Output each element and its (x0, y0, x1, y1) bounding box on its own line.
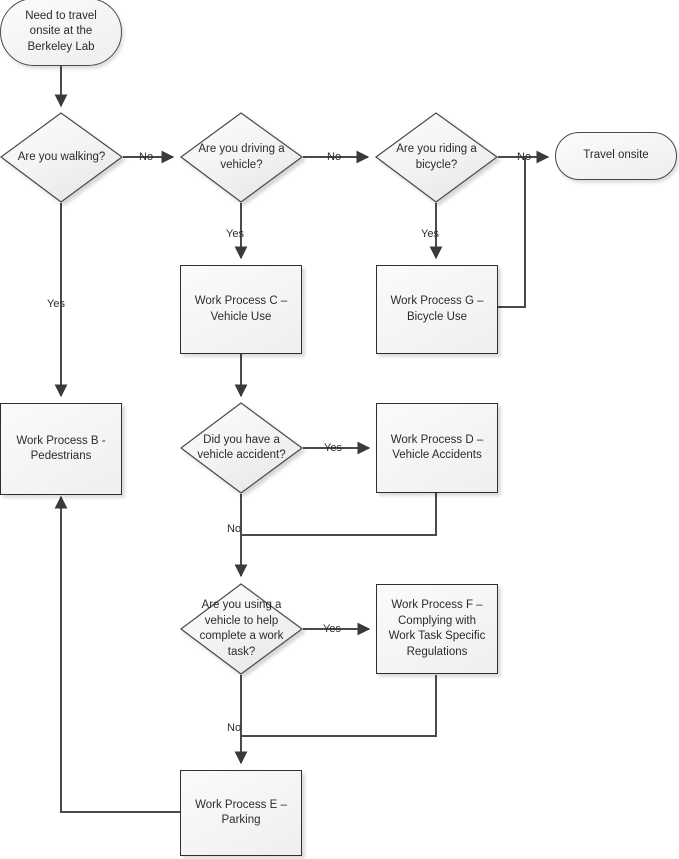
edge-wpf-to-wpe (241, 675, 437, 737)
node-work-process-f-label: Work Process F – Complying with Work Tas… (388, 599, 486, 658)
edge-label-accident-yes: Yes (324, 442, 342, 454)
node-decision-driving-label: Are you driving a vehicle? (198, 143, 285, 171)
edge-label-worktask-yes: Yes (323, 623, 341, 635)
node-decision-worktask-label: Are you using a vehicle to help complete… (199, 599, 284, 658)
edge-label-driving-no: No (327, 151, 342, 163)
node-decision-are-you-using-a-vehicle-for-work-task[interactable]: Are you using a vehicle to help complete… (181, 584, 302, 674)
node-start-terminator[interactable]: Need to travel onsite at the Berkeley La… (0, 0, 122, 66)
node-decision-walking-label: Are you walking? (17, 150, 106, 163)
node-travel-onsite-label: Travel onsite (583, 149, 649, 162)
decision-shape-bicycle (374, 112, 499, 203)
edge-label-driving-yes: Yes (226, 228, 244, 240)
decision-shape-driving (179, 112, 304, 203)
node-work-process-b-label: Work Process B - Pedestrians (16, 434, 106, 463)
node-decision-are-you-driving-a-vehicle[interactable]: Are you driving a vehicle? (181, 113, 302, 202)
node-work-process-e-label: Work Process E – Parking (195, 798, 287, 827)
edge-label-bicycle-yes: Yes (421, 228, 439, 240)
decision-shape-worktask (180, 583, 304, 675)
node-work-process-b[interactable]: Work Process B - Pedestrians (0, 403, 122, 495)
edge-wpg-to-travel (498, 157, 526, 308)
decision-shape-accident (180, 402, 304, 494)
node-decision-are-you-walking[interactable]: Are you walking? (1, 113, 122, 202)
node-travel-onsite-terminator[interactable]: Travel onsite (555, 132, 677, 180)
node-work-process-c-label: Work Process C – Vehicle Use (194, 295, 288, 323)
node-decision-accident-label: Did you have a vehicle accident? (197, 433, 286, 462)
node-start-label: Need to travel onsite at the Berkeley La… (25, 9, 97, 53)
edge-label-worktask-no: No (227, 722, 242, 734)
node-decision-bicycle-label: Are you riding a bicycle? (396, 143, 477, 171)
node-work-process-g[interactable]: Work Process G – Bicycle Use (376, 265, 498, 354)
edge-wpd-to-worktask (241, 493, 437, 536)
node-work-process-e[interactable]: Work Process E – Parking (180, 770, 302, 856)
edge-label-walking-yes: Yes (47, 298, 65, 310)
node-decision-are-you-riding-a-bicycle[interactable]: Are you riding a bicycle? (376, 113, 497, 202)
decision-shape-walking (0, 112, 124, 203)
edge-label-bicycle-no: No (517, 151, 532, 163)
edge-label-walking-no: No (139, 151, 154, 163)
node-decision-did-you-have-a-vehicle-accident[interactable]: Did you have a vehicle accident? (181, 403, 302, 493)
edge-label-accident-no: No (227, 523, 242, 535)
node-work-process-d-label: Work Process D – Vehicle Accidents (390, 433, 484, 462)
node-work-process-g-label: Work Process G – Bicycle Use (390, 295, 484, 323)
node-work-process-f[interactable]: Work Process F – Complying with Work Tas… (376, 584, 498, 674)
node-work-process-c[interactable]: Work Process C – Vehicle Use (180, 265, 302, 354)
node-work-process-d[interactable]: Work Process D – Vehicle Accidents (376, 403, 498, 493)
edge-wpe-to-wpb (54, 495, 180, 813)
